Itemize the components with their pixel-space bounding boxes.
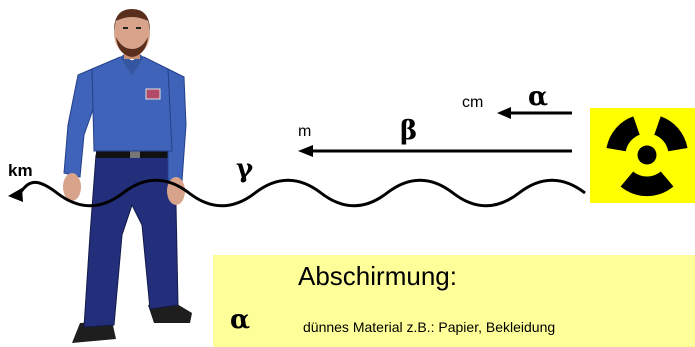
beta-symbol: β bbox=[400, 116, 417, 146]
gamma-range-label: km bbox=[8, 161, 33, 181]
beta-range-label: m bbox=[298, 123, 311, 141]
shielding-row-symbol: α bbox=[230, 305, 250, 335]
alpha-arrowhead bbox=[497, 107, 511, 119]
gamma-symbol: γ bbox=[236, 154, 253, 184]
shielding-info-box: Abschirmung: α dünnes Material z.B.: Pap… bbox=[213, 255, 695, 347]
shielding-title: Abschirmung: bbox=[298, 261, 457, 292]
radiation-trefoil-icon bbox=[590, 108, 695, 203]
alpha-range-label: cm bbox=[462, 94, 483, 112]
gamma-wave bbox=[20, 180, 585, 206]
radiation-hazard-sign bbox=[590, 108, 695, 203]
alpha-symbol: α bbox=[528, 82, 548, 112]
gamma-arrowhead bbox=[8, 188, 23, 202]
shielding-row-text: dünnes Material z.B.: Papier, Bekleidung bbox=[303, 319, 695, 335]
beta-arrowhead bbox=[298, 145, 313, 157]
